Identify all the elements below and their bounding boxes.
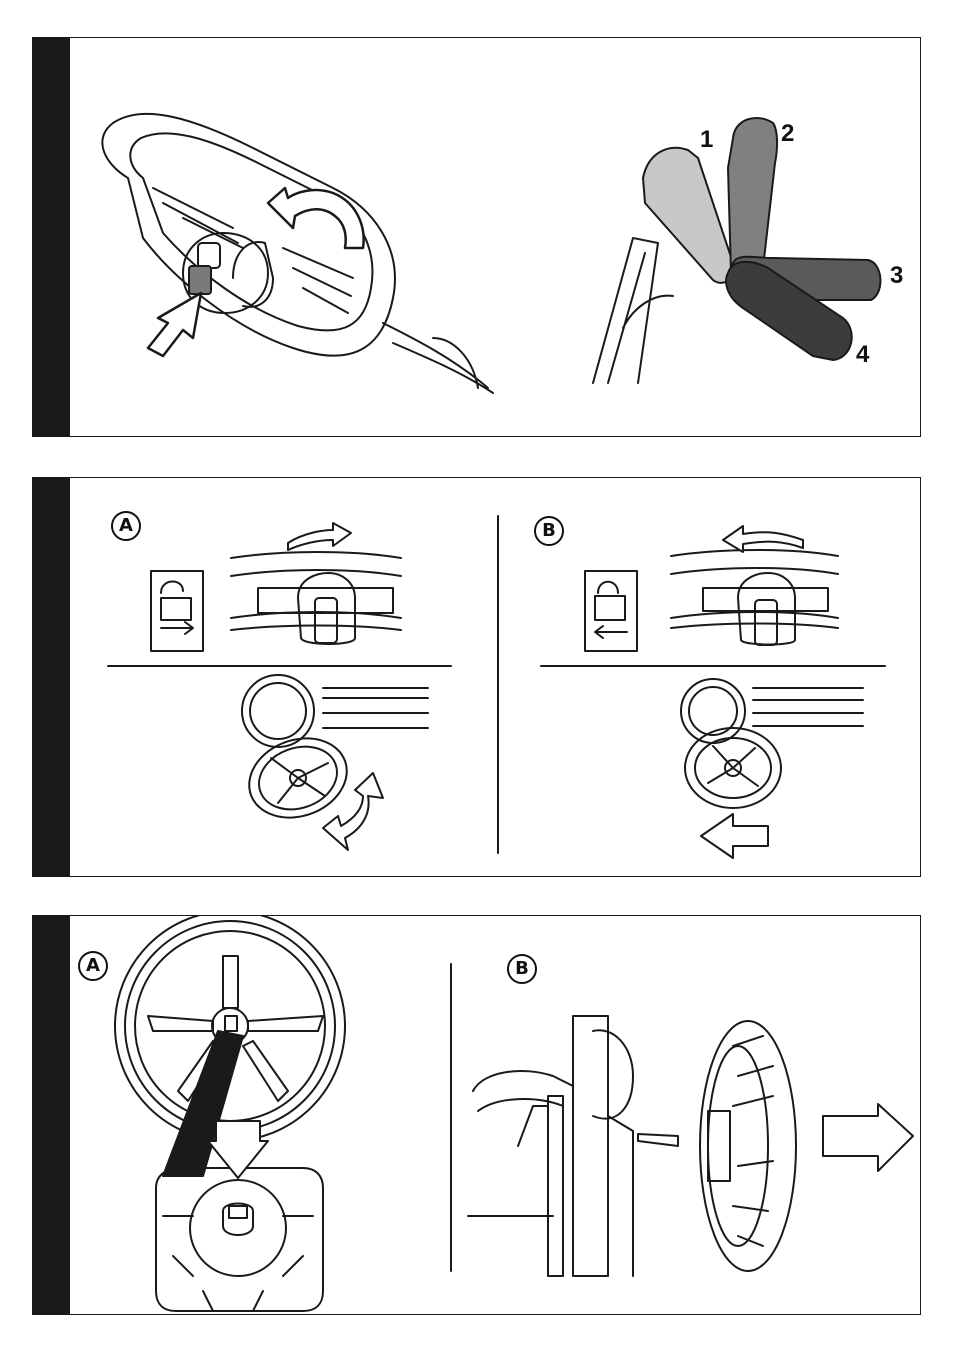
wheel-removal-illustration (33, 916, 922, 1316)
position-label-1: 1 (700, 128, 713, 152)
step-panel-2: A B (32, 477, 921, 877)
handle-adjust-illustration (33, 38, 922, 438)
step-panel-3: A B (32, 915, 921, 1315)
position-label-3: 3 (890, 264, 903, 288)
position-label-4: 4 (856, 343, 869, 367)
handle-position-1 (643, 148, 734, 283)
position-label-2: 2 (781, 122, 794, 146)
step-panel-1: 1 2 3 4 (32, 37, 921, 437)
swivel-lock-illustration (33, 478, 922, 878)
release-button-highlight (189, 266, 211, 294)
press-arrow-icon (148, 293, 201, 356)
